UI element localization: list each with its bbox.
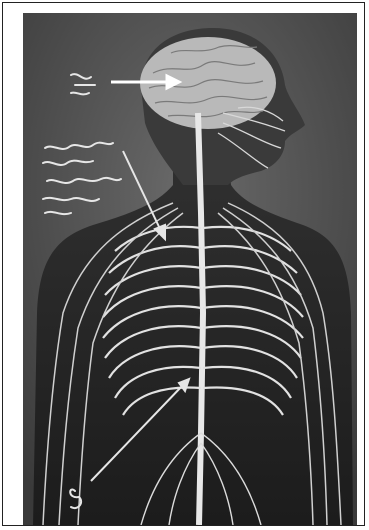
nervous-system-photo [23,13,357,525]
image-frame [2,2,365,526]
